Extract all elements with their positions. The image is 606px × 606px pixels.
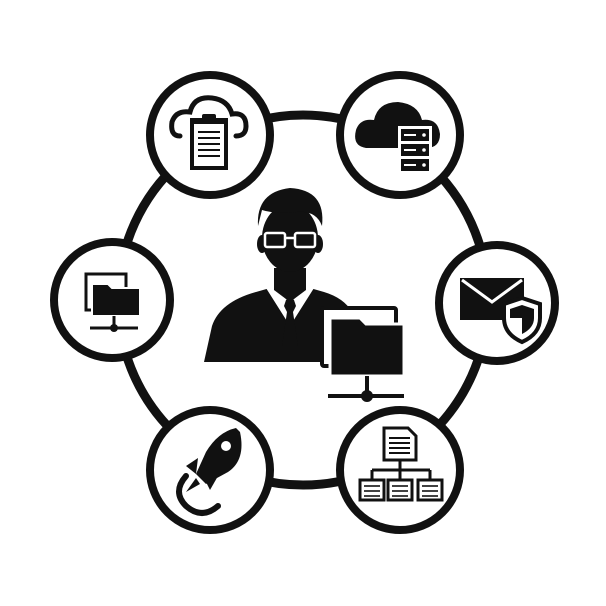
node-bottom-right[interactable] <box>336 406 464 534</box>
cloud-server-icon <box>355 102 440 172</box>
neck <box>274 268 306 302</box>
glasses-icon <box>263 231 317 249</box>
businessman-body <box>204 288 352 362</box>
node-right[interactable] <box>435 241 559 365</box>
businessman-with-shared-folder-icon <box>204 188 406 402</box>
document-hierarchy-icon <box>358 426 444 502</box>
shared-folder-icon <box>320 306 406 402</box>
tie <box>282 300 298 356</box>
node-bottom-left[interactable] <box>146 406 274 534</box>
rocket-launch-icon <box>176 428 242 516</box>
node-left[interactable] <box>50 238 174 362</box>
network-folder-icon <box>84 272 141 332</box>
node-top-right[interactable] <box>336 71 464 199</box>
secure-email-icon <box>460 278 542 345</box>
node-top-left[interactable] <box>146 71 274 199</box>
hair <box>257 188 323 226</box>
cloud-clipboard-icon <box>169 95 249 170</box>
